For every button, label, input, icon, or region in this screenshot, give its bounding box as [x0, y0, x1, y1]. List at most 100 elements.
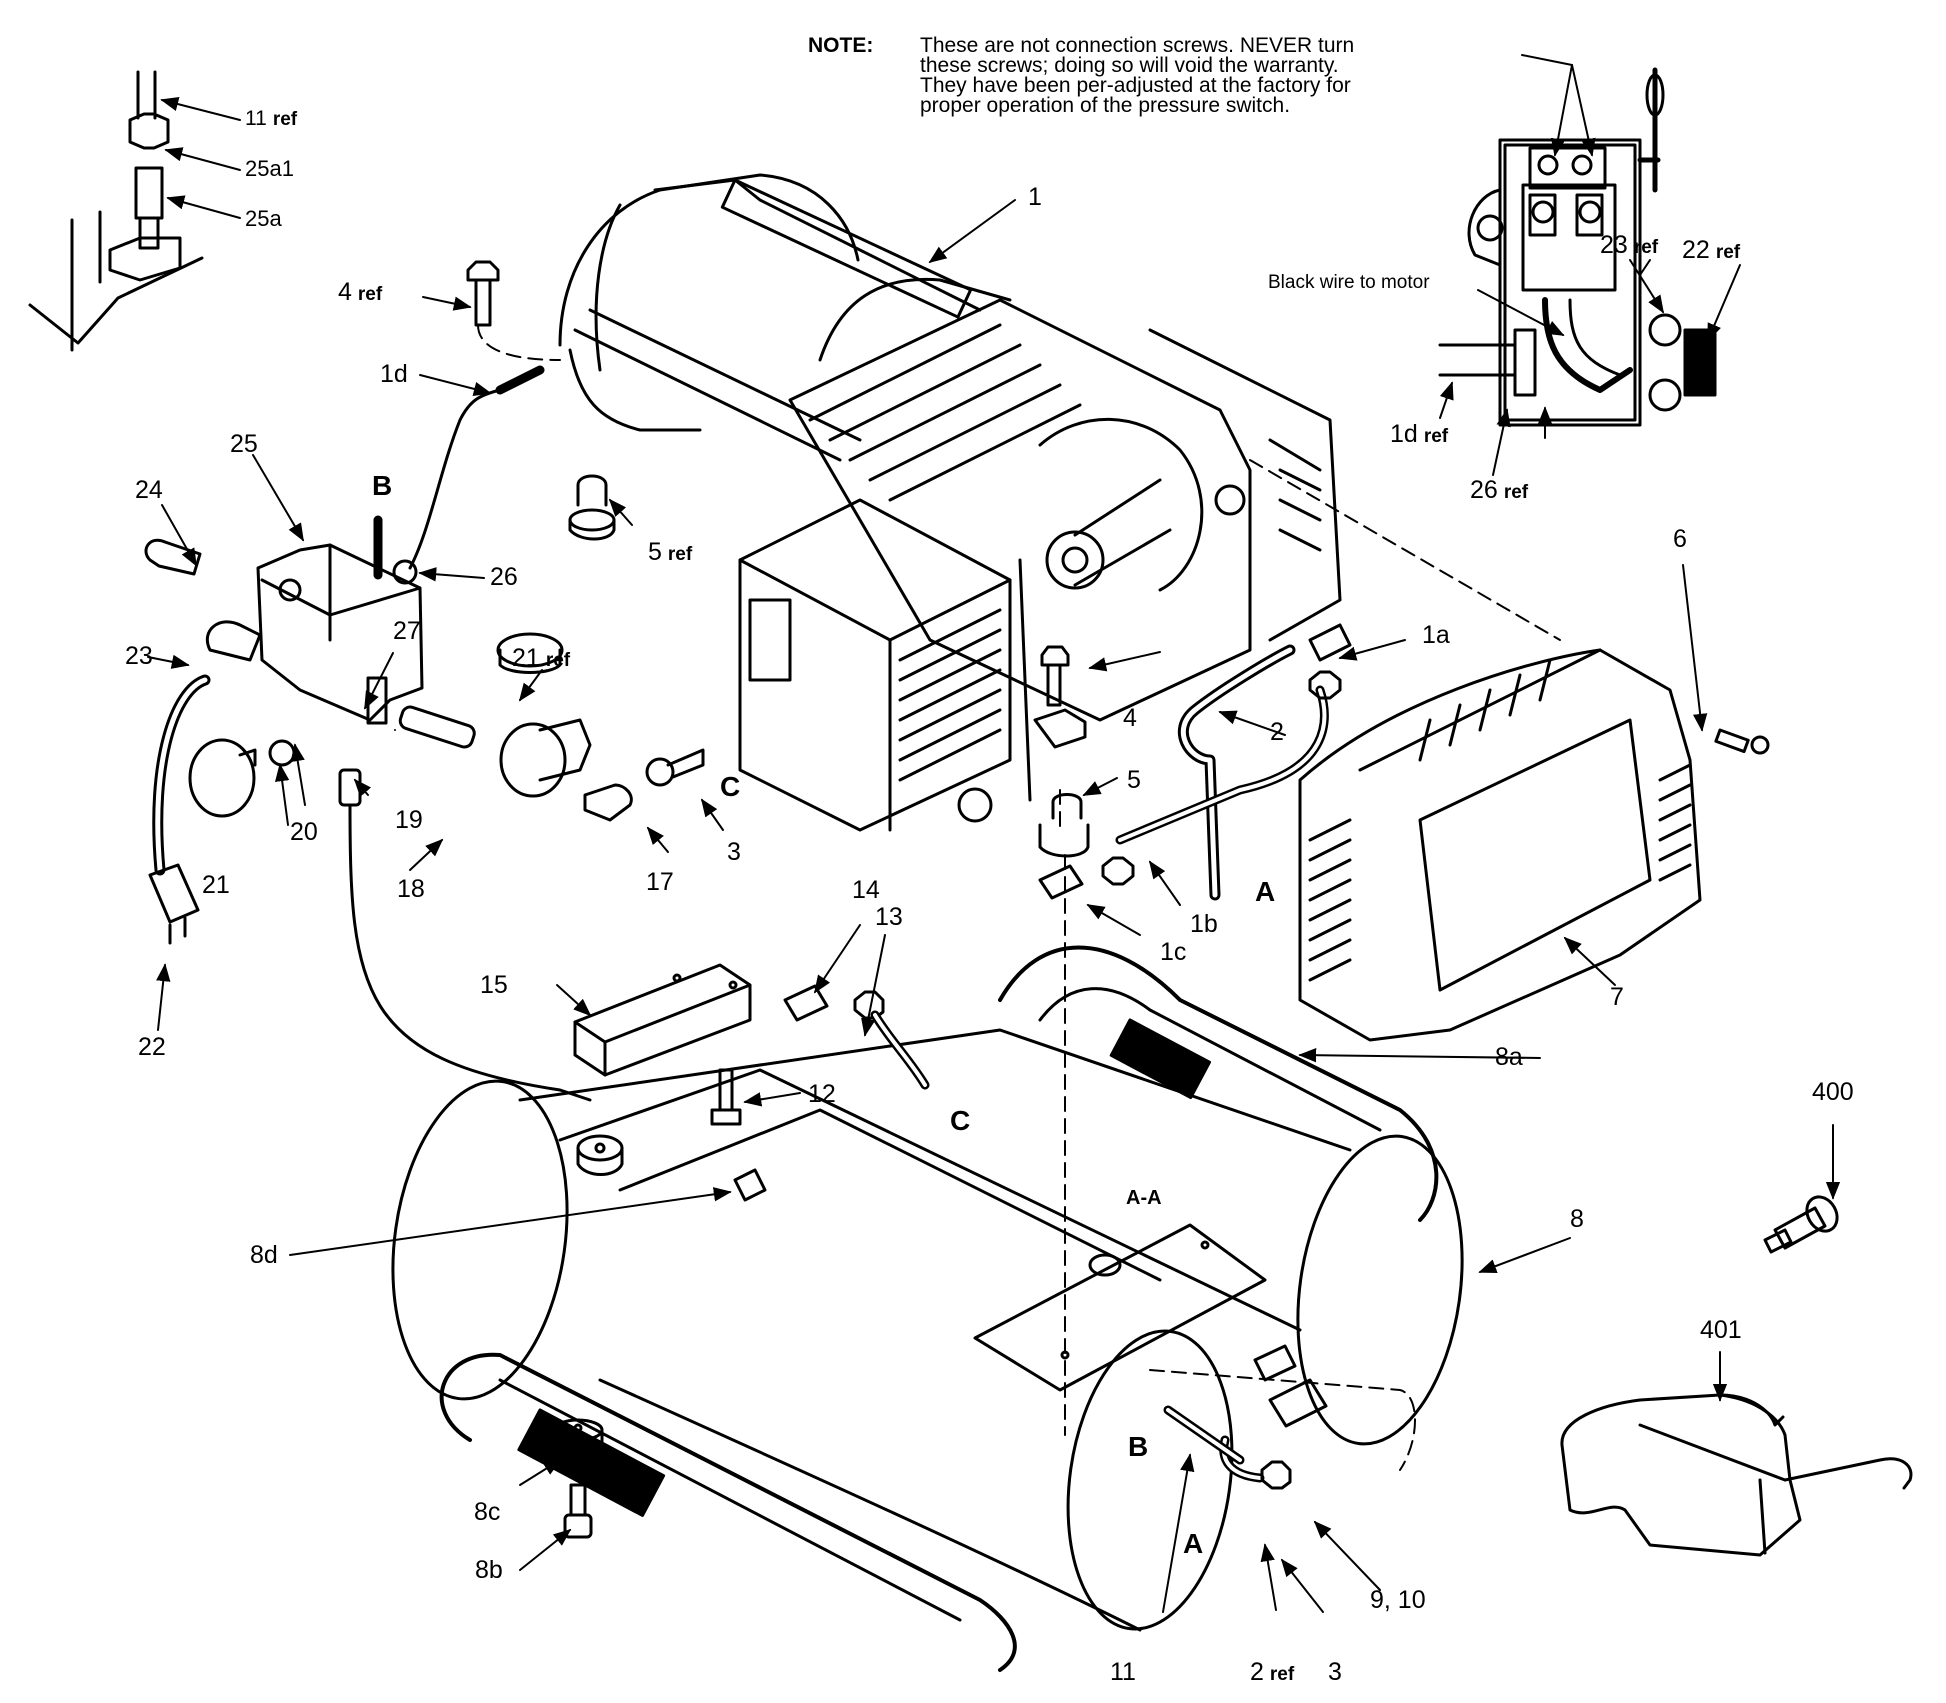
- label-27: 27: [393, 617, 421, 645]
- label-22: 22: [138, 1033, 166, 1061]
- goggles-401: [1562, 1395, 1911, 1555]
- label-1: 1: [1028, 183, 1042, 211]
- pressure-switch-25: [258, 370, 540, 723]
- note-line: They have been per-adjusted at the facto…: [920, 74, 1351, 97]
- label-23: 23: [125, 642, 153, 670]
- valve-24: [146, 540, 200, 574]
- label-19: 19: [395, 806, 423, 834]
- note-label: NOTE:: [808, 34, 874, 57]
- label-1b: 1b: [1190, 910, 1218, 938]
- fittings-center: [712, 986, 1326, 1488]
- marker-a: A: [1255, 876, 1276, 907]
- tubing: [1040, 625, 1350, 898]
- label-4: 4: [1123, 704, 1137, 732]
- note-body: These are not connection screws. NEVER t…: [920, 34, 1520, 117]
- label-12: 12: [808, 1080, 836, 1108]
- fitting-400: [1765, 1191, 1843, 1252]
- label-20: 20: [290, 818, 318, 846]
- motor-1: [560, 175, 1340, 830]
- fitting-1c: [1040, 866, 1082, 898]
- label-2: 2: [1270, 718, 1284, 746]
- pad-5: [1040, 795, 1088, 857]
- tee-1a: [1310, 625, 1350, 660]
- fittings-left: [146, 540, 703, 1100]
- label-3: 3: [727, 838, 741, 866]
- label-1d: 1d: [380, 360, 408, 388]
- power-cord-22: [150, 680, 205, 943]
- label-7: 7: [1610, 983, 1624, 1011]
- black-wire-annotation: Black wire to motor: [1268, 272, 1430, 293]
- label-8b: 8b: [475, 1556, 503, 1584]
- label-14: 14: [852, 876, 880, 904]
- fitting-14: [785, 986, 827, 1020]
- label-9-10: 9, 10: [1370, 1586, 1426, 1614]
- pad-5-ref: [570, 476, 614, 539]
- elbow-17: [585, 785, 631, 820]
- label-400: 400: [1812, 1078, 1854, 1106]
- label-1a: 1a: [1422, 621, 1450, 649]
- gauge-21: [190, 740, 254, 816]
- label-18: 18: [397, 875, 425, 903]
- regulator-18: [501, 724, 565, 796]
- label-1c: 1c: [1160, 938, 1187, 966]
- label-401: 401: [1700, 1316, 1742, 1344]
- label-17: 17: [646, 868, 674, 896]
- screw-20: [270, 741, 294, 765]
- label-8a: 8a: [1495, 1043, 1523, 1071]
- bolt-12: [720, 1070, 732, 1110]
- bolt-4: [1035, 647, 1085, 747]
- marker-c-lower: C: [950, 1105, 971, 1136]
- nut-13: [855, 992, 883, 1018]
- label-26: 26: [490, 563, 518, 591]
- label-25: 25: [230, 430, 258, 458]
- marker-a-lower: A: [1183, 1528, 1204, 1559]
- note-line: these screws; doing so will void the war…: [920, 54, 1339, 77]
- nut-3-lower: [1262, 1462, 1290, 1488]
- label-11: 11: [1110, 1658, 1136, 1686]
- label-21: 21: [202, 871, 230, 899]
- label-25a1: 25a1: [245, 156, 294, 181]
- label-13: 13: [875, 903, 903, 931]
- nut-3: [647, 759, 673, 785]
- marker-c: C: [720, 771, 741, 802]
- nut-25a1: [130, 114, 168, 148]
- label-3-lower: 3: [1328, 1658, 1342, 1686]
- bolt-4-ref: [468, 262, 498, 325]
- bolt-8b: [565, 1485, 591, 1537]
- fitting-8d: [735, 1170, 765, 1200]
- nipple-19: [340, 770, 360, 805]
- label-25a: 25a: [245, 206, 282, 231]
- label-8c: 8c: [474, 1498, 501, 1526]
- note-line: These are not connection screws. NEVER t…: [920, 34, 1355, 57]
- label-24: 24: [135, 476, 163, 504]
- marker-b: B: [372, 470, 393, 501]
- label-8d: 8d: [250, 1241, 278, 1269]
- note-line: proper operation of the pressure switch.: [920, 94, 1291, 117]
- nipple-27: [398, 705, 476, 749]
- valve-9-10: [1270, 1380, 1326, 1426]
- marker-b-lower: B: [1128, 1431, 1149, 1462]
- inset-fitting: [30, 72, 202, 350]
- label-8: 8: [1570, 1205, 1584, 1233]
- guide-lines: [478, 325, 1560, 1470]
- inset-pressure-switch: [1440, 70, 1715, 425]
- marker-a-a: A-A: [1126, 1187, 1162, 1209]
- shroud-7: [1300, 650, 1700, 1040]
- fitting-25a: [136, 168, 162, 218]
- label-15: 15: [480, 971, 508, 999]
- label-5: 5: [1127, 766, 1141, 794]
- screw-6: [1716, 730, 1768, 753]
- label-6: 6: [1673, 525, 1687, 553]
- leader-lines: [148, 55, 1841, 1612]
- fitting-23: [207, 622, 260, 660]
